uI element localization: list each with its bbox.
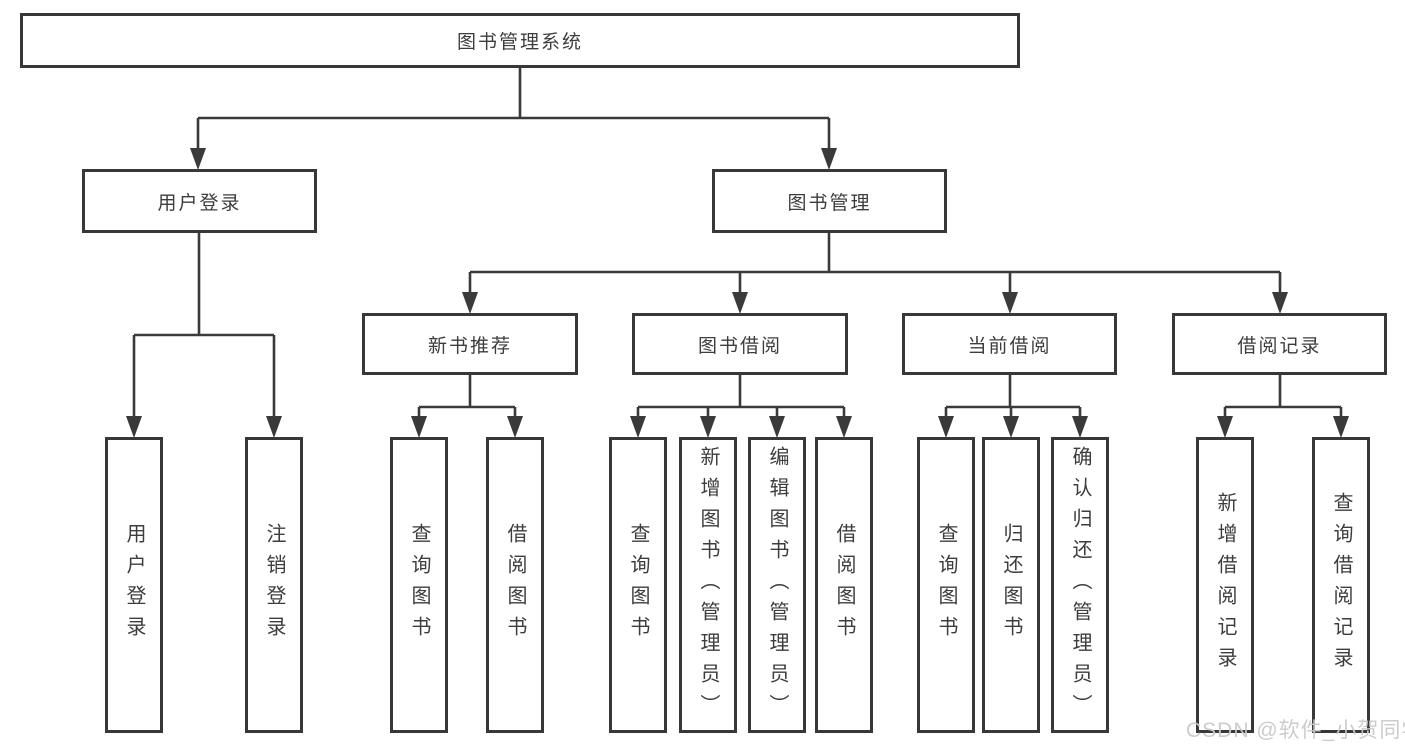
node-label: 归还图书 [1000,523,1022,647]
node-label: 用户登录 [123,523,145,647]
node-user-login: 用户登录 [82,169,317,233]
node-new-book-recommend: 新书推荐 [362,313,578,375]
leaf-add-borrow-record: 新增借阅记录 [1196,437,1254,733]
node-current-borrow: 当前借阅 [902,313,1117,375]
node-label: 新书推荐 [427,335,512,357]
node-label: 借阅记录 [1237,335,1322,357]
leaf-query-borrow-record: 查询借阅记录 [1312,437,1370,733]
node-label: 注销登录 [263,523,285,647]
node-label: 图书借阅 [697,335,782,357]
leaf-confirm-return-admin: 确认归还（管理员） [1051,437,1109,733]
leaf-user-login: 用户登录 [105,437,163,733]
leaf-add-book-admin: 新增图书（管理员） [679,437,737,733]
leaf-query-books-borrow: 查询图书 [609,437,667,733]
node-label: 查询图书 [935,523,957,647]
node-label: 新增借阅记录 [1214,492,1236,678]
node-label: 借阅图书 [504,523,526,647]
node-label: 借阅图书 [833,523,855,647]
node-label: 新增图书（管理员） [697,445,719,725]
node-label: 用户登录 [157,192,242,214]
node-book-borrow: 图书借阅 [632,313,848,375]
node-label: 确认归还（管理员） [1069,445,1091,725]
node-book-management: 图书管理 [712,169,947,233]
node-label: 图书管理 [787,192,872,214]
node-borrow-records: 借阅记录 [1172,313,1387,375]
csdn-watermark: CSDN @软件_小贺同学 [1186,719,1405,742]
node-label: 图书管理系统 [456,32,583,53]
leaf-borrow-books-borrow: 借阅图书 [815,437,873,733]
node-label: 查询借阅记录 [1330,492,1352,678]
leaf-return-book: 归还图书 [982,437,1040,733]
leaf-borrow-books-recommend: 借阅图书 [486,437,544,733]
leaf-query-books-recommend: 查询图书 [390,437,448,733]
node-root-system: 图书管理系统 [20,13,1020,68]
leaf-logout-login: 注销登录 [245,437,303,733]
leaf-query-books-current: 查询图书 [917,437,975,733]
node-label: 当前借阅 [967,335,1052,357]
node-label: 查询图书 [408,523,430,647]
node-label: 编辑图书（管理员） [766,445,788,725]
node-label: 查询图书 [627,523,649,647]
leaf-edit-book-admin: 编辑图书（管理员） [748,437,806,733]
